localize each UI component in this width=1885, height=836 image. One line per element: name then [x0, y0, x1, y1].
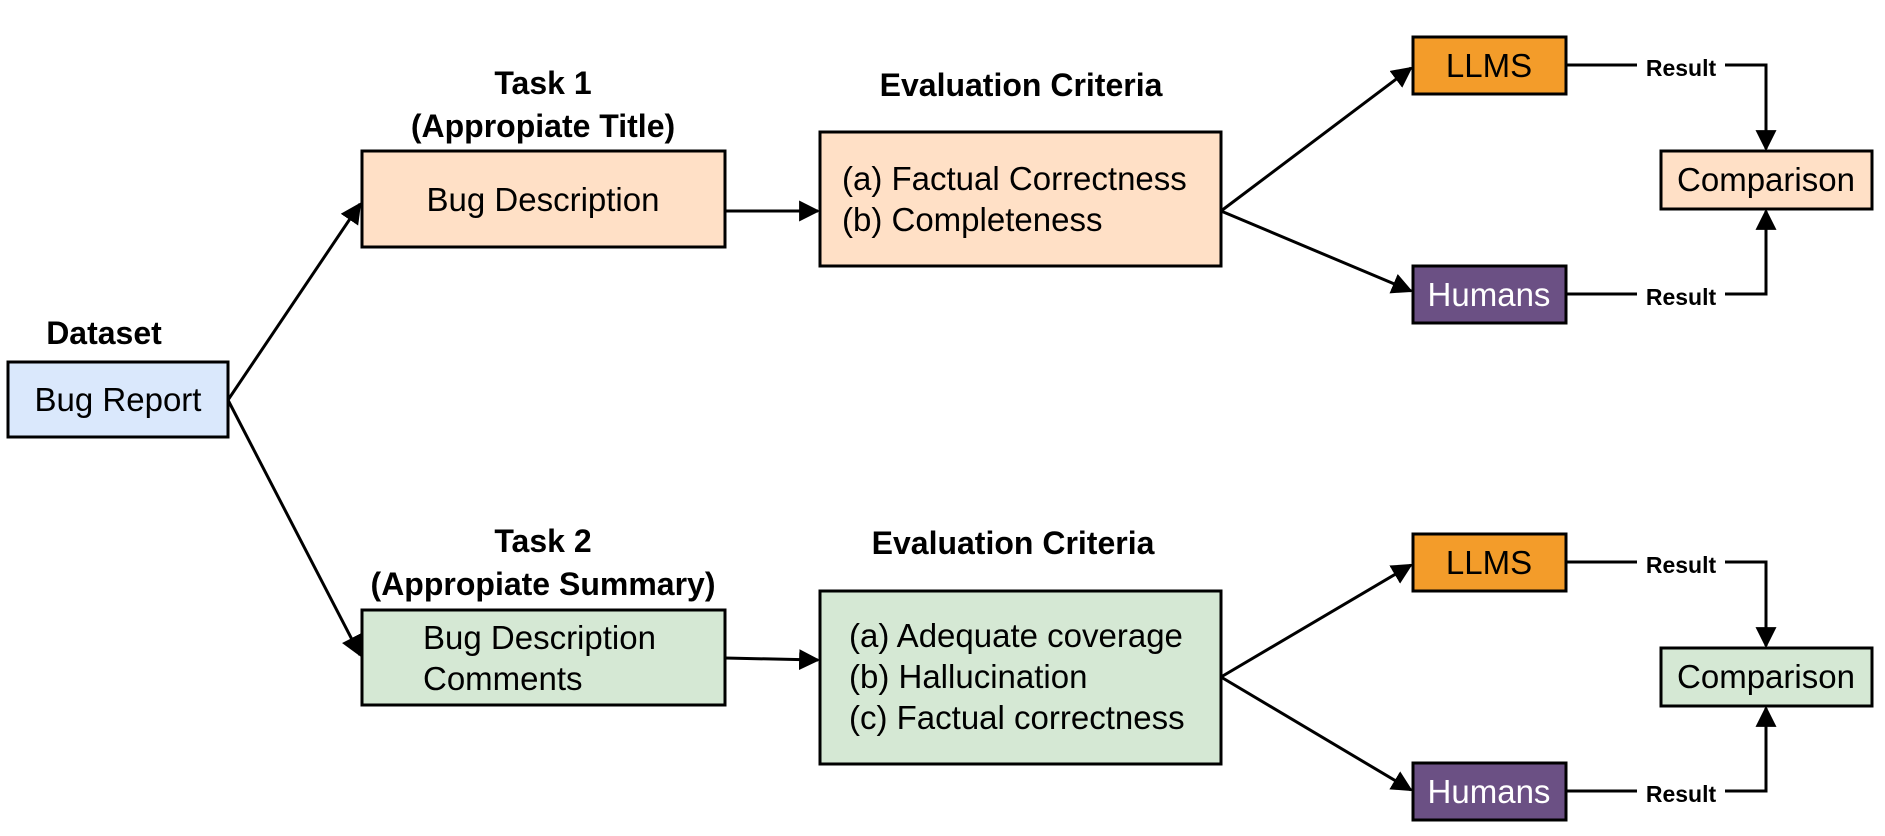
task1-llms-label: LLMS: [1446, 47, 1532, 84]
edge-task1-criteria-to-humans: [1220, 209, 1413, 294]
task2-heading-line1: Task 2: [494, 523, 591, 559]
task2-humans-box: [1411, 761, 1568, 822]
task1-criterion: (b) Completeness: [842, 201, 1102, 238]
edge-task1-humans-to-comparison: [1566, 208, 1777, 296]
task2-criterion: (c) Factual correctness: [849, 699, 1185, 736]
task1-criteria-box: [818, 130, 1223, 268]
task2-criterion: (b) Hallucination: [849, 658, 1087, 695]
task2-llms-label: LLMS: [1446, 544, 1532, 581]
task1-comparison-box: [1659, 149, 1874, 211]
task1-result-label-bg: [1637, 54, 1725, 80]
task2-heading-line2: (Appropiate Summary): [371, 566, 716, 602]
edge-dataset-to-task2: [226, 399, 362, 657]
task1-comparison-label: Comparison: [1677, 161, 1855, 198]
task1-input-label: Bug Description: [427, 181, 660, 218]
task2-humans-result-label: Result: [1646, 781, 1717, 807]
task2-llms-result-label: Result: [1646, 552, 1717, 578]
task2-input-box: [360, 608, 727, 707]
edge-task2-criteria-to-llms: [1220, 563, 1413, 679]
task1-humans-result-label: Result: [1646, 284, 1717, 310]
bug-report-label: Bug Report: [35, 381, 202, 418]
task2-criteria-heading: Evaluation Criteria: [872, 525, 1155, 561]
task1-llms-box: [1411, 35, 1568, 96]
task2-humans-label: Humans: [1428, 773, 1551, 810]
task1-criteria-heading: Evaluation Criteria: [880, 67, 1163, 103]
dataset-heading: Dataset: [46, 315, 162, 351]
task1-humans-label: Humans: [1428, 276, 1551, 313]
edge-task1-criteria-to-llms: [1220, 66, 1413, 213]
edge-task1-llms-to-comparison: [1566, 63, 1777, 152]
edge-task2-llms-to-comparison: [1566, 560, 1777, 649]
task1-result-label-bg: [1637, 283, 1725, 309]
task2-llms-box: [1411, 532, 1568, 593]
task2-comparison-label: Comparison: [1677, 658, 1855, 695]
edge-task2-humans-to-comparison: [1566, 705, 1777, 793]
task1-criterion: (a) Factual Correctness: [842, 160, 1187, 197]
edge-dataset-to-task1: [226, 202, 362, 401]
task2-result-label-bg: [1637, 780, 1725, 806]
task1-heading-line1: Task 1: [494, 65, 591, 101]
task2-criterion: (a) Adequate coverage: [849, 617, 1183, 654]
task2-result-label-bg: [1637, 551, 1725, 577]
edge-task2-criteria-to-humans: [1220, 675, 1413, 792]
task1-llms-result-label: Result: [1646, 55, 1717, 81]
task2-input-label: Bug Description: [423, 619, 656, 656]
task2-comparison-box: [1659, 646, 1874, 708]
edge-task2-input-to-criteria: [724, 649, 821, 671]
task1-heading-line2: (Appropiate Title): [411, 108, 675, 144]
task2-input-label: Comments: [423, 660, 583, 697]
bug-report-box: [6, 360, 230, 439]
task2-criteria-box: [818, 589, 1223, 766]
task1-input-box: [360, 149, 727, 249]
